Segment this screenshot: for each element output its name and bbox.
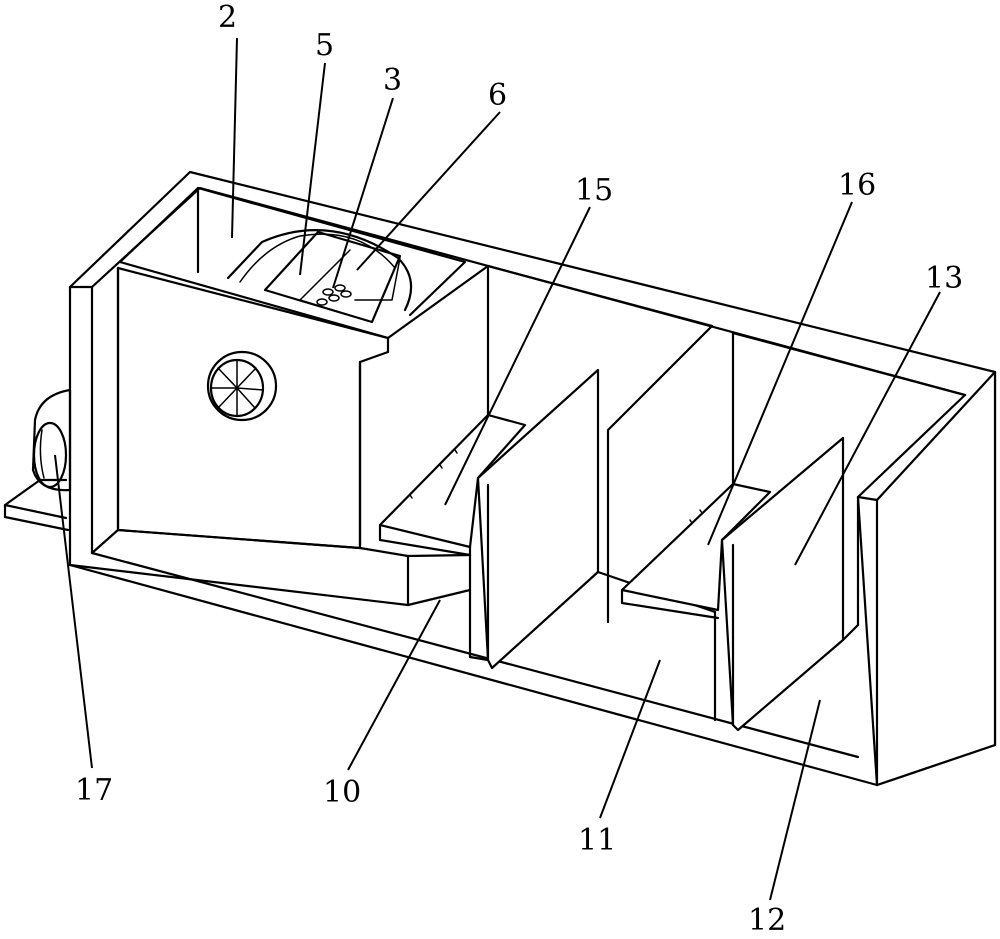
filter-tray-15 bbox=[378, 413, 527, 557]
fan-icon bbox=[206, 350, 278, 422]
label-5: 5 bbox=[315, 28, 334, 63]
label-2: 2 bbox=[218, 0, 237, 35]
nozzle-holes bbox=[316, 284, 352, 306]
sloped-board-a bbox=[476, 368, 600, 670]
label-10: 10 bbox=[323, 775, 361, 810]
label-17: 17 bbox=[75, 773, 113, 808]
pump-motor bbox=[31, 388, 72, 492]
label-3: 3 bbox=[383, 63, 402, 98]
label-11: 11 bbox=[578, 823, 616, 858]
filter-tray-16 bbox=[620, 482, 772, 620]
callout-labels: 2 5 3 6 15 16 13 17 10 11 12 bbox=[75, 0, 963, 938]
label-12: 12 bbox=[748, 903, 786, 938]
leader-lines bbox=[54, 37, 941, 901]
label-13: 13 bbox=[925, 261, 963, 296]
label-6: 6 bbox=[488, 78, 507, 113]
sloped-board-b bbox=[720, 436, 860, 732]
fan-chamber bbox=[68, 186, 472, 607]
label-16: 16 bbox=[838, 168, 876, 203]
impeller-assembly bbox=[226, 229, 413, 324]
label-15: 15 bbox=[575, 173, 613, 208]
